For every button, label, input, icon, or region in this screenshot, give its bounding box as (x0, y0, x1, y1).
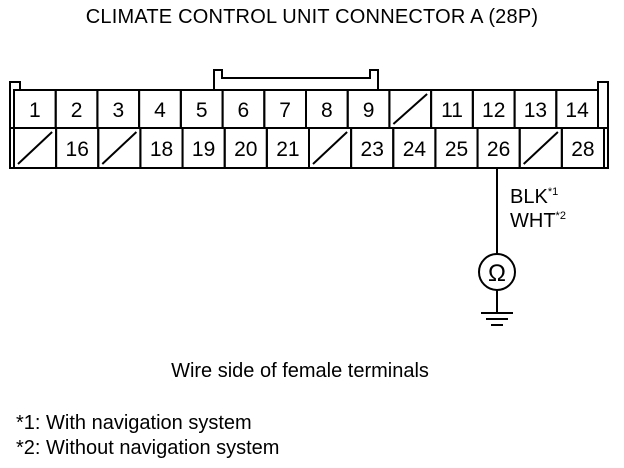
terminal-number: 16 (66, 138, 89, 161)
terminal-number: 1 (29, 99, 41, 122)
ground-icon (481, 312, 513, 326)
terminal-number: 26 (487, 138, 510, 161)
terminal-number: 8 (321, 99, 333, 122)
terminal-number: 3 (112, 99, 124, 122)
terminal-number: 18 (150, 138, 173, 161)
terminal-number: 13 (524, 99, 547, 122)
terminal-number: 5 (196, 99, 208, 122)
terminal-number: 11 (441, 99, 463, 122)
ohm-symbol: Ω (488, 260, 506, 287)
diagram-title: CLIMATE CONTROL UNIT CONNECTOR A (28P) (85, 6, 539, 28)
connector-lock-tab (213, 69, 379, 90)
terminal-number: 24 (403, 138, 427, 161)
terminal-number: 25 (445, 138, 468, 161)
terminal-number: 19 (192, 138, 215, 161)
empty-terminal-slash (312, 131, 348, 165)
terminal-number: 14 (565, 99, 589, 122)
terminal-number: 12 (482, 99, 505, 122)
empty-terminal-slash (101, 131, 138, 165)
terminal-number: 21 (276, 138, 299, 161)
terminal-number: 4 (154, 99, 166, 122)
empty-terminal-slash (17, 131, 53, 165)
wire-color-wht: WHT*2 (510, 210, 566, 232)
empty-terminal-slash (523, 131, 559, 165)
terminal-number: 6 (238, 99, 250, 122)
footnote-1: *1: With navigation system (16, 412, 252, 434)
terminal-number: 2 (71, 99, 83, 122)
terminal-number: 7 (279, 99, 291, 122)
terminal-number: 9 (363, 99, 375, 122)
terminal-number: 28 (571, 138, 594, 161)
view-caption: Wire side of female terminals (171, 360, 429, 382)
terminal-number: 20 (234, 138, 257, 161)
empty-terminal-slash (392, 93, 428, 125)
footnote-2: *2: Without navigation system (16, 437, 280, 459)
terminal-number: 23 (361, 138, 384, 161)
wire-color-blk: BLK*1 (510, 186, 559, 208)
terminal-cell (560, 127, 606, 169)
